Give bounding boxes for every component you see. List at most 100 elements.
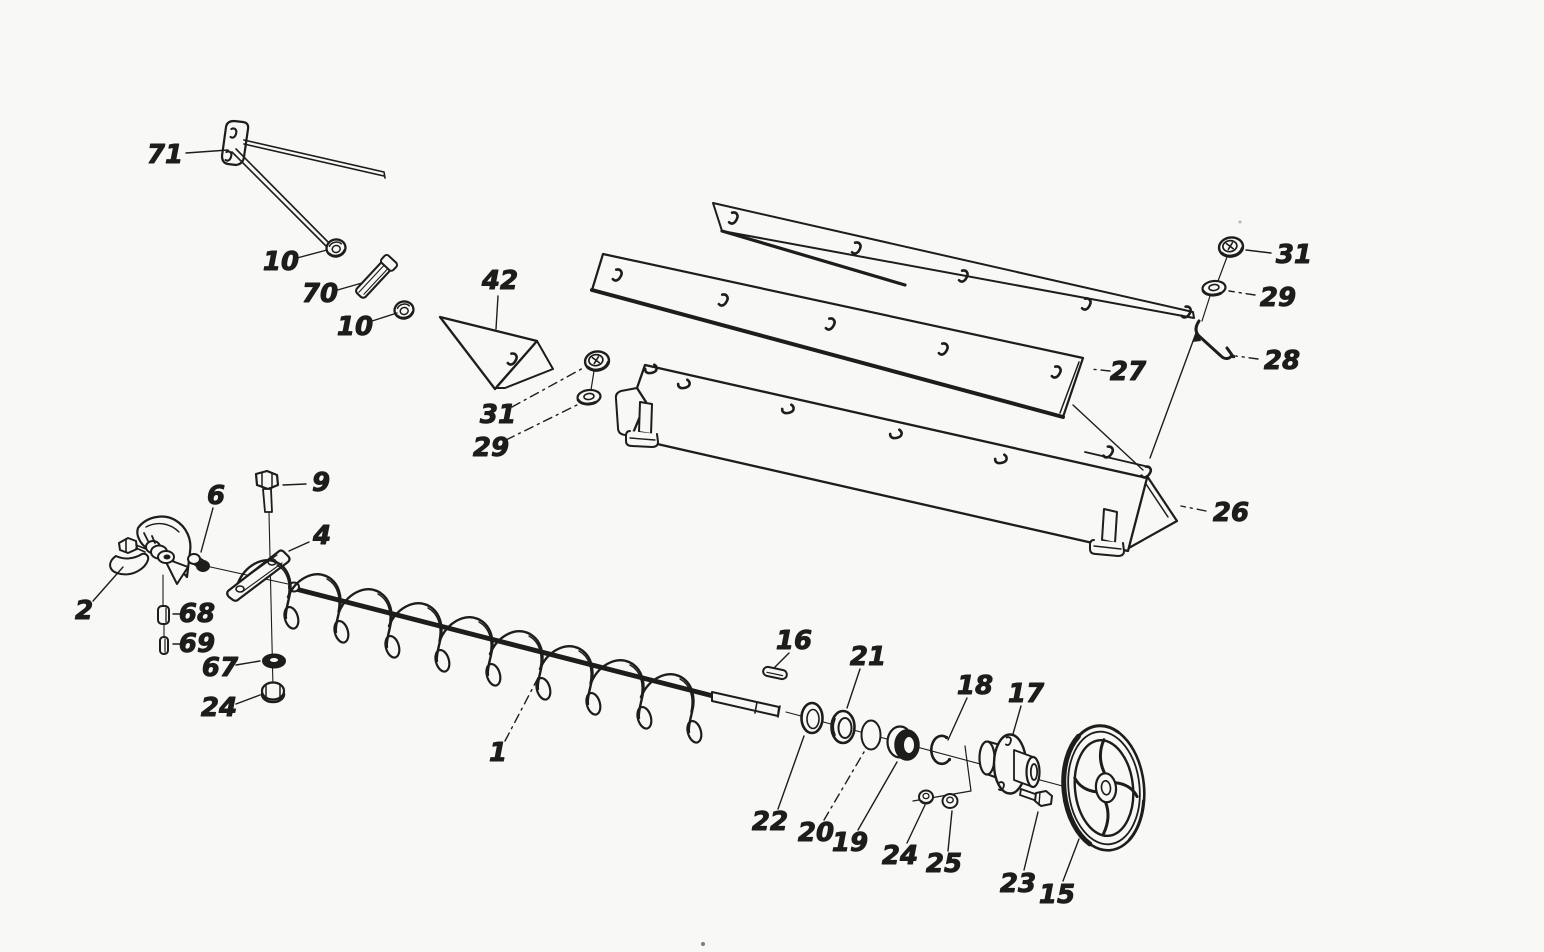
part-number: 16 — [776, 626, 812, 656]
ring-20 — [860, 719, 882, 751]
bolt-23 — [1019, 788, 1053, 807]
part-label-24: 24 — [881, 804, 926, 872]
part-number: 19 — [832, 828, 868, 858]
part-number: 68 — [179, 599, 215, 629]
leader-line — [947, 697, 968, 741]
ring-22 — [800, 701, 824, 735]
hardware-31-29-28-right — [1194, 234, 1246, 360]
washer-67 — [262, 653, 286, 669]
part-label-2: 2 — [74, 566, 124, 627]
leader-line — [906, 804, 926, 844]
deflector-plate-42 — [438, 315, 554, 391]
part-label-69: 69 — [172, 629, 216, 660]
part-number: 10 — [263, 247, 299, 277]
leader-line — [333, 282, 363, 292]
part-number: 2 — [75, 596, 93, 626]
washer-29 — [1200, 278, 1228, 298]
bolt-9-shank — [262, 488, 273, 513]
leader-line — [185, 149, 229, 154]
blade-bar-top — [712, 202, 1195, 321]
part-label-20: 20 — [797, 751, 865, 849]
leader-line — [511, 366, 586, 408]
part-number: 29 — [1260, 283, 1296, 313]
leader-line — [777, 735, 805, 810]
leader-line — [235, 694, 261, 705]
nut-10-lower — [391, 298, 417, 322]
leader-line — [823, 751, 865, 821]
leader-line — [1235, 355, 1259, 360]
scan-specks — [701, 220, 1242, 946]
washer-29 — [575, 387, 603, 407]
leader-line — [505, 402, 582, 441]
clamp-plate-4 — [226, 549, 291, 602]
blade-bar-27 — [590, 252, 1085, 419]
part-label-31: 31 — [1245, 240, 1313, 271]
shaft-stub — [711, 691, 780, 717]
part-number: 6 — [207, 481, 225, 511]
pin-69 — [159, 636, 169, 655]
part-number: 31 — [480, 400, 516, 430]
part-number: 69 — [179, 629, 215, 659]
part-label-26: 26 — [1180, 498, 1250, 529]
key-16 — [762, 665, 788, 681]
part-label-19: 19 — [831, 761, 898, 859]
leader-line — [200, 507, 214, 553]
locknut-31 — [1216, 234, 1246, 260]
part-number: 27 — [1110, 357, 1147, 387]
pulley-15 — [1061, 724, 1146, 852]
part-number: 31 — [1276, 240, 1312, 270]
part-number: 9 — [312, 468, 330, 498]
part-number: 17 — [1008, 679, 1045, 709]
leader-line — [288, 541, 310, 552]
washer-25 — [941, 793, 959, 809]
seal-21 — [830, 709, 856, 745]
pin-68 — [157, 605, 170, 625]
part-number: 21 — [850, 642, 886, 672]
part-number: 22 — [752, 807, 788, 837]
part-label-24: 24 — [200, 693, 261, 724]
spoke — [1073, 776, 1098, 794]
wing — [109, 552, 150, 576]
leg-right — [1101, 508, 1118, 544]
leader-line — [1012, 705, 1022, 735]
leader-line — [296, 249, 328, 259]
bushing-6 — [187, 553, 201, 565]
part-label-71: 71 — [146, 140, 229, 171]
part-label-6: 6 — [200, 481, 226, 553]
leader-line — [857, 761, 898, 831]
part-label-29: 29 — [1228, 283, 1297, 314]
leg-left — [638, 401, 653, 435]
part-label-1: 1 — [488, 673, 541, 769]
pulley-hub — [1094, 772, 1118, 804]
hub-17 — [978, 733, 1041, 795]
part-label-15: 15 — [1038, 838, 1080, 911]
part-number: 1 — [489, 738, 507, 768]
bolt-9-head — [254, 469, 280, 491]
part-label-10: 10 — [336, 312, 398, 343]
bearing-19 — [886, 725, 920, 761]
paddle-blade — [163, 557, 189, 585]
part-label-67: 67 — [201, 653, 261, 684]
part-number: 18 — [957, 671, 993, 701]
spoke — [1098, 738, 1106, 775]
locknut-31 — [582, 348, 612, 374]
leader-line — [1023, 811, 1039, 871]
leader-line — [1089, 368, 1111, 372]
snap-ring-18 — [929, 734, 952, 766]
leader-line — [846, 668, 861, 709]
side-bolt — [118, 537, 138, 554]
part-label-28: 28 — [1235, 346, 1301, 377]
part-label-70: 70 — [301, 279, 363, 310]
part-label-31: 31 — [479, 366, 586, 431]
part-label-10: 10 — [262, 247, 328, 278]
link-70 — [355, 254, 399, 299]
rod-upper — [243, 139, 386, 179]
part-label-18: 18 — [947, 671, 994, 741]
leader-line — [1245, 249, 1272, 254]
part-number: 71 — [147, 140, 183, 170]
part-number: 24 — [882, 841, 918, 871]
leader-line — [235, 660, 261, 666]
